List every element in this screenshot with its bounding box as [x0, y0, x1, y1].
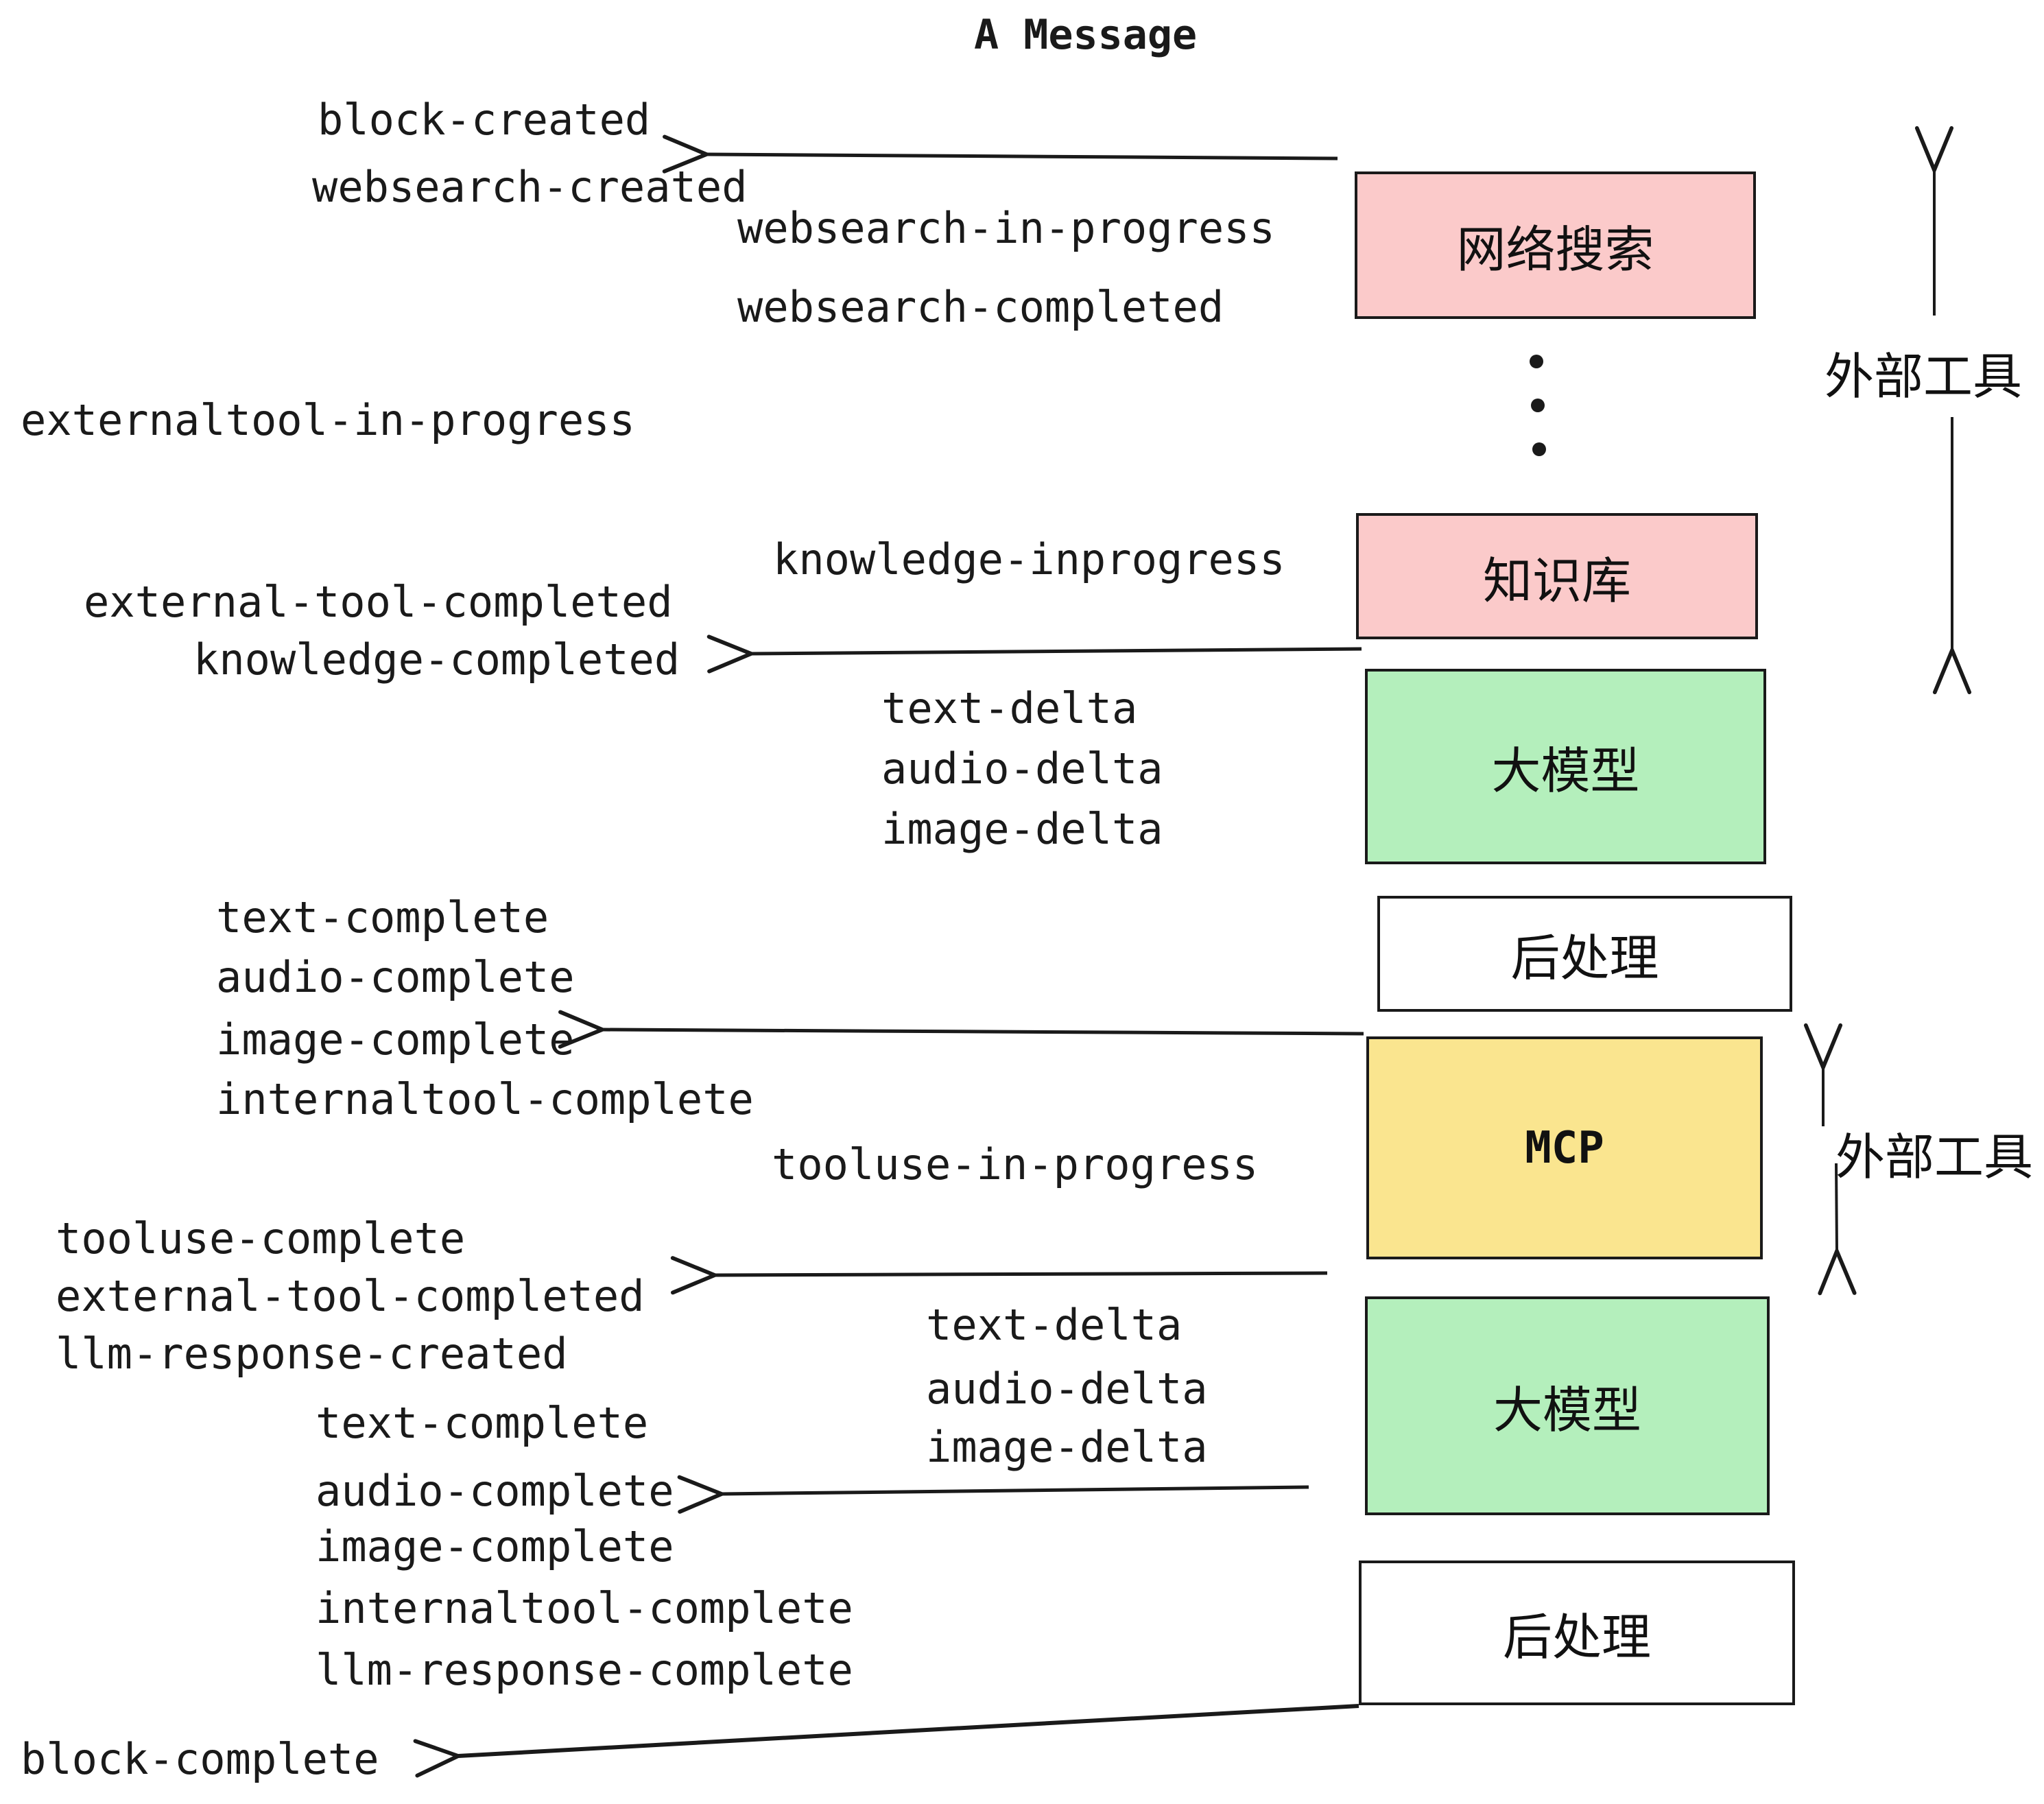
box-postprocess-1-label: 后处理 [1510, 929, 1659, 987]
ellipsis-dot [1530, 355, 1543, 368]
event-label-internaltool-complete-2: internaltool-complete [316, 1583, 853, 1633]
box-llm-2-label: 大模型 [1493, 1381, 1641, 1439]
event-label-external-tool-completed-1: external-tool-completed [84, 577, 673, 627]
arrow-postprocess2-to-block-complete [458, 1704, 1359, 1756]
event-label-block-complete: block-complete [21, 1734, 379, 1784]
event-label-internaltool-complete-1: internaltool-complete [216, 1074, 754, 1124]
external-tools-label-2: 外部工具 [1835, 1128, 2034, 1186]
arrow-knowledge-to-knowledge-completed [751, 649, 1362, 654]
event-label-image-complete-2: image-complete [316, 1521, 674, 1571]
box-postprocess-2: 后处理 [1359, 1560, 1795, 1705]
box-postprocess-2-label: 后处理 [1502, 1609, 1651, 1666]
event-label-knowledge-inprogress: knowledge-inprogress [773, 534, 1285, 584]
event-label-llm-response-complete: llm-response-complete [316, 1645, 853, 1695]
event-label-websearch-completed: websearch-completed [737, 282, 1224, 332]
arrow-mcp-to-tooluse-complete [715, 1273, 1328, 1275]
diagram-title: A Message [974, 11, 1198, 59]
box-knowledge-base-label: 知识库 [1482, 551, 1631, 610]
event-label-image-complete-1: image-complete [216, 1014, 575, 1065]
box-websearch: 网络搜索 [1355, 171, 1756, 319]
event-label-image-delta-2: image-delta [926, 1422, 1208, 1472]
event-label-text-delta-1: text-delta [881, 683, 1138, 733]
arrow-llm2-to-audio-complete [722, 1487, 1309, 1494]
event-label-audio-delta-1: audio-delta [881, 744, 1163, 794]
event-label-block-created: block-created [318, 95, 651, 145]
box-websearch-label: 网络搜索 [1456, 221, 1654, 278]
box-postprocess-1: 后处理 [1377, 896, 1792, 1012]
event-label-audio-delta-2: audio-delta [926, 1364, 1208, 1414]
event-label-tooluse-in-progress: tooluse-in-progress [772, 1139, 1259, 1189]
event-label-external-tool-completed-2: external-tool-completed [56, 1271, 645, 1321]
box-llm-1: 大模型 [1365, 669, 1766, 864]
event-label-websearch-in-progress: websearch-in-progress [737, 203, 1275, 253]
event-label-image-delta-1: image-delta [881, 804, 1163, 854]
event-label-text-complete-1: text-complete [216, 892, 549, 942]
box-llm-2: 大模型 [1365, 1296, 1770, 1515]
ellipsis-dot [1532, 442, 1546, 456]
box-knowledge-base: 知识库 [1356, 513, 1758, 639]
box-llm-1-label: 大模型 [1491, 742, 1640, 800]
ellipsis-dot [1531, 399, 1545, 412]
event-label-externaltool-in-progress: externaltool-in-progress [21, 395, 635, 445]
event-label-tooluse-complete: tooluse-complete [56, 1213, 466, 1263]
event-label-websearch-created: websearch-created [312, 162, 748, 212]
arrow-websearch-to-block-created [706, 154, 1338, 158]
box-mcp: MCP [1366, 1036, 1763, 1259]
arrow-postprocess-to-image-complete [602, 1030, 1364, 1034]
event-label-text-delta-2: text-delta [926, 1300, 1183, 1350]
event-label-knowledge-completed: knowledge-completed [193, 634, 680, 685]
box-mcp-label: MCP [1525, 1122, 1604, 1174]
event-label-llm-response-created: llm-response-created [56, 1329, 568, 1379]
event-label-audio-complete-2: audio-complete [316, 1466, 674, 1516]
event-label-audio-complete-1: audio-complete [216, 952, 575, 1002]
external-tools-label-1: 外部工具 [1825, 348, 2023, 405]
event-label-text-complete-2: text-complete [316, 1398, 649, 1448]
